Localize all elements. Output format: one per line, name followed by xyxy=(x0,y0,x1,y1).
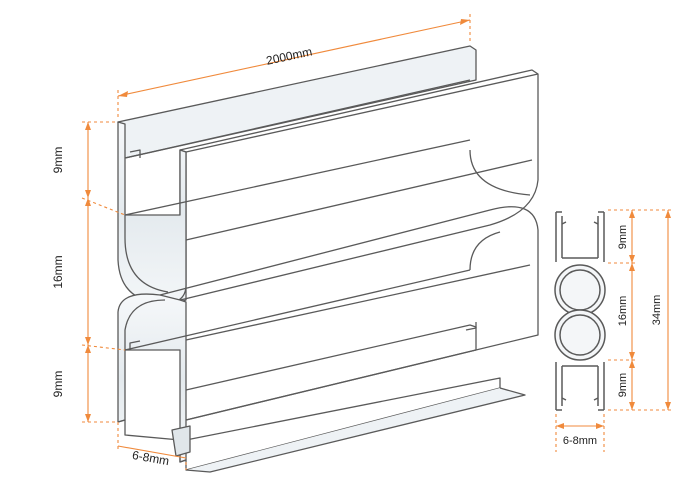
upper-flange-label: 9mm xyxy=(51,147,65,174)
middle-tube-label: 16mm xyxy=(51,255,65,288)
lower-divider xyxy=(124,269,471,351)
upper-slot xyxy=(129,149,141,158)
dimension-arrowheads-profile xyxy=(556,210,671,429)
upper-tube-mid xyxy=(185,159,533,241)
lower-tube-body xyxy=(117,293,187,463)
dimension-arrowheads-3d xyxy=(85,19,470,422)
lower-flange-label: 9mm xyxy=(51,371,65,398)
upper-tube-circle xyxy=(554,264,606,316)
length-dim-line xyxy=(117,19,471,97)
inner-rail xyxy=(465,322,477,331)
profile-total-label: 34mm xyxy=(651,295,663,326)
profile-middle-label: 16mm xyxy=(617,296,629,327)
upper-back-wall xyxy=(117,45,477,159)
thickness-dim-line xyxy=(117,445,187,459)
lower-tube-circle-inner xyxy=(559,314,601,356)
lower-inner-curve xyxy=(469,231,501,271)
upper-tube-top xyxy=(185,73,539,153)
lower-channel-inner xyxy=(561,366,599,406)
upper-channel-inner xyxy=(561,216,599,258)
lower-channel xyxy=(555,362,605,410)
length-label: 2000mm xyxy=(265,44,314,67)
lower-tube-circle xyxy=(554,309,606,361)
upper-left-rim xyxy=(124,79,471,159)
upper-tube-inner xyxy=(124,215,169,293)
upper-channel xyxy=(555,212,605,262)
lower-tube-top xyxy=(159,206,539,296)
profile-3d-drawing xyxy=(117,45,539,473)
upper-tube-curve xyxy=(469,149,531,196)
lower-flange xyxy=(117,377,501,471)
dimensions-profile xyxy=(555,209,672,452)
upper-tube-bottom xyxy=(167,150,539,304)
upper-right-rim xyxy=(179,69,539,151)
mid-slot xyxy=(129,340,141,350)
lower-foot xyxy=(185,387,526,473)
lower-mid-line xyxy=(185,264,531,341)
thickness-3d-label: 6-8mm xyxy=(131,448,170,468)
lower-tube-inner xyxy=(124,299,166,350)
profile-upper-label: 9mm xyxy=(617,225,629,249)
profile-lower-label: 9mm xyxy=(617,373,629,397)
lower-foot-lip xyxy=(171,425,191,457)
profile-cross-section xyxy=(554,211,606,411)
dimensions-3d xyxy=(81,14,471,470)
upper-divider xyxy=(124,139,471,216)
profile-thickness-label: 6-8mm xyxy=(563,435,597,447)
